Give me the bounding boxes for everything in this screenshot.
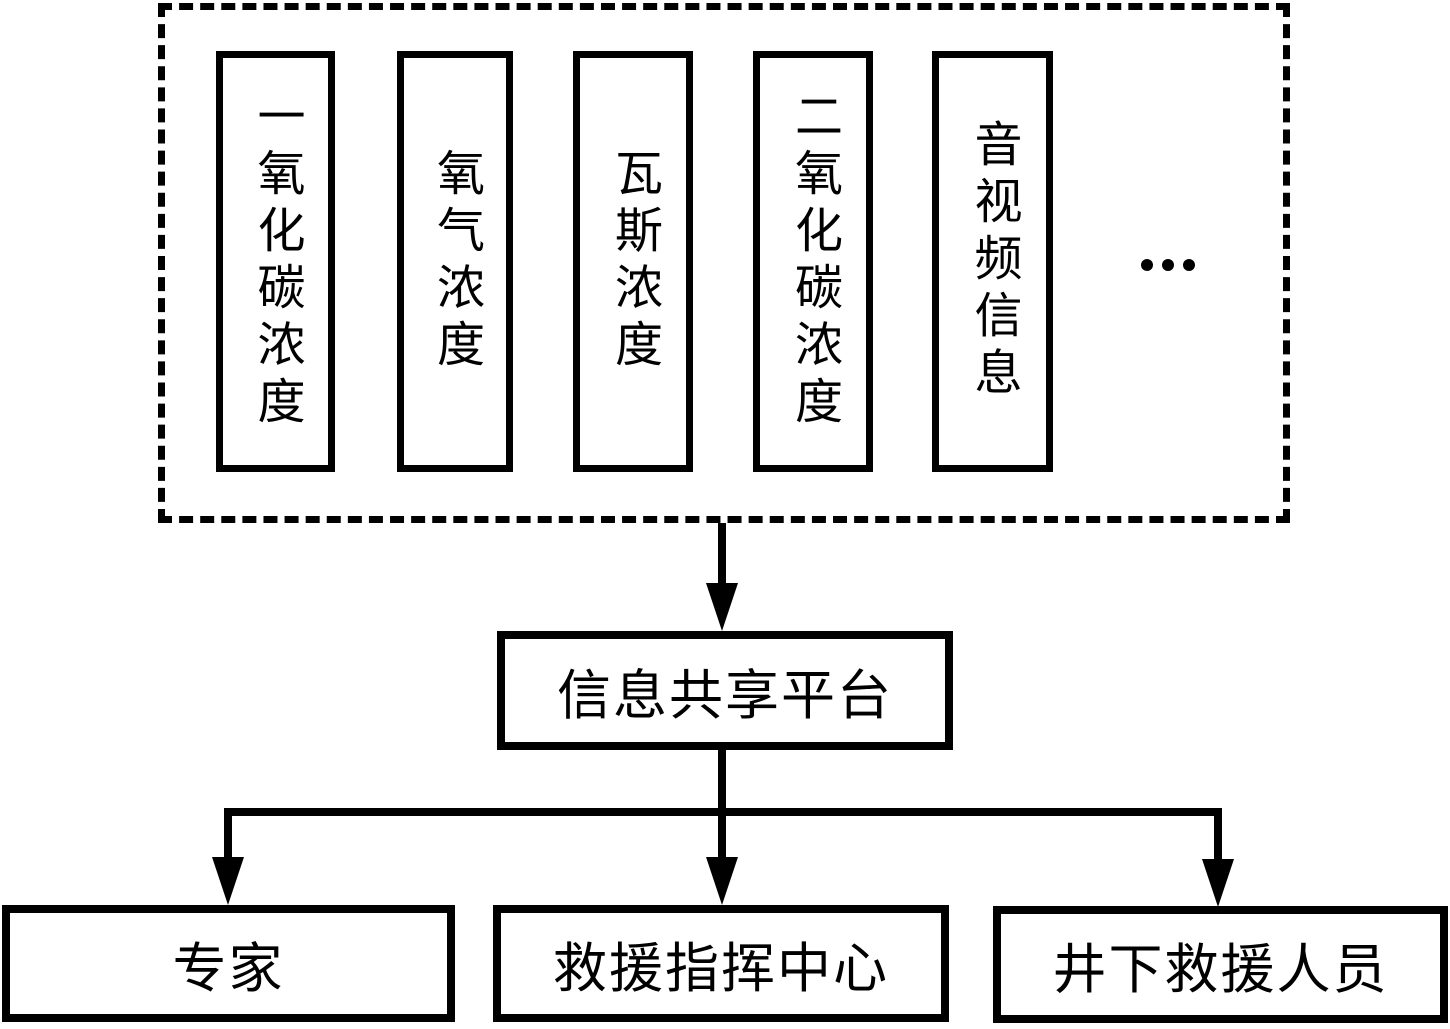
recipient-box-expert: 专家 <box>2 905 455 1022</box>
source-box-audio-video-info: 音视频信息 <box>932 51 1053 472</box>
recipient-label-rescue-command-center: 救援指挥中心 <box>553 939 889 999</box>
arrowhead-down-icon <box>212 857 244 905</box>
source-box-gas-concentration: 瓦斯浓度 <box>573 51 693 472</box>
sources-group-border <box>158 3 1290 523</box>
source-label-audio-video-info: 音视频信息 <box>966 119 1020 404</box>
source-label-co2-concentration: 二氧化碳浓度 <box>787 90 840 433</box>
arrowhead-down-icon <box>706 583 738 631</box>
arrowhead-down-icon <box>706 857 738 905</box>
platform-box: 信息共享平台 <box>497 631 953 750</box>
source-box-co-concentration: 一氧化碳浓度 <box>216 51 335 472</box>
ellipsis-dot <box>1183 259 1195 271</box>
source-label-oxygen-concentration: 氧气浓度 <box>429 147 482 376</box>
ellipsis-dot <box>1141 259 1153 271</box>
ellipsis-dot <box>1162 259 1174 271</box>
ellipsis-dots <box>1141 259 1195 271</box>
connector-drop-underground-rescuers <box>1214 808 1222 863</box>
recipient-box-rescue-command-center: 救援指挥中心 <box>493 905 949 1022</box>
source-label-co-concentration: 一氧化碳浓度 <box>249 90 303 433</box>
connector-sources-to-platform <box>718 523 726 589</box>
recipient-box-underground-rescue-personnel: 井下救援人员 <box>993 906 1448 1023</box>
arrowhead-down-icon <box>1202 859 1234 907</box>
recipient-label-underground-rescue-personnel: 井下救援人员 <box>1052 940 1389 1000</box>
recipient-label-expert: 专家 <box>172 939 285 999</box>
source-box-oxygen-concentration: 氧气浓度 <box>397 51 513 472</box>
connector-drop-expert <box>224 808 232 861</box>
source-box-co2-concentration: 二氧化碳浓度 <box>753 51 873 472</box>
connector-drop-command-center <box>718 808 726 861</box>
connector-platform-down <box>718 750 726 812</box>
source-label-gas-concentration: 瓦斯浓度 <box>607 147 660 376</box>
platform-label: 信息共享平台 <box>557 666 893 726</box>
